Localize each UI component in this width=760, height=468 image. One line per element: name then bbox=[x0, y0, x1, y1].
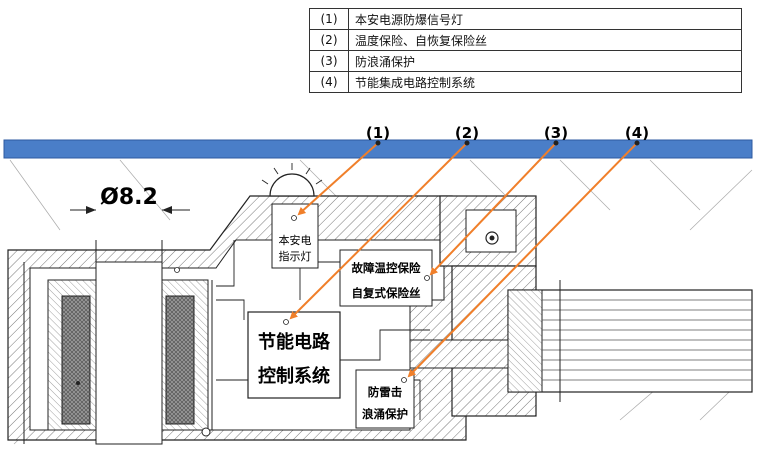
callout-4: (4) bbox=[625, 124, 649, 142]
indicator-box: 本安电 指示灯 bbox=[271, 203, 319, 269]
callout-2: (2) bbox=[455, 124, 479, 142]
indicator-label-line2: 指示灯 bbox=[279, 249, 312, 263]
fuse-label-line1: 故障温控保险 bbox=[352, 261, 421, 275]
surge-label-line2: 浪涌保护 bbox=[362, 407, 408, 421]
callout-1: (1) bbox=[366, 124, 390, 142]
threaded-shaft bbox=[409, 280, 753, 402]
legend-row: (4) 节能集成电路控制系统 bbox=[309, 71, 742, 93]
indicator-label-line1: 本安电 bbox=[279, 233, 312, 247]
arrow-4 bbox=[407, 142, 638, 378]
callout-3: (3) bbox=[544, 124, 568, 142]
legend-text: 节能集成电路控制系统 bbox=[348, 71, 742, 93]
control-label-line2: 控制系统 bbox=[258, 365, 330, 387]
control-label-line1: 节能电路 bbox=[258, 331, 331, 353]
arrow-1 bbox=[297, 142, 379, 216]
legend-number: (4) bbox=[309, 71, 349, 93]
dimension-label: Ø8.2 bbox=[100, 185, 158, 210]
legend-number: (3) bbox=[309, 50, 349, 72]
lamp-dome bbox=[261, 163, 323, 197]
surge-box: 防雷击 浪涌保护 bbox=[355, 369, 415, 429]
control-box: 节能电路 控制系统 bbox=[247, 311, 341, 399]
arrow-3 bbox=[429, 142, 557, 276]
top-bar bbox=[3, 139, 753, 159]
callout-arrows bbox=[289, 142, 638, 378]
callout-dots bbox=[375, 140, 640, 146]
dimension: Ø8.2 bbox=[70, 185, 190, 264]
legend-table: (1) 本安电源防爆信号灯 (2) 温度保险、自恢复保险丝 (3) 防浪涌保护 … bbox=[309, 8, 742, 93]
legend-row: (2) 温度保险、自恢复保险丝 bbox=[309, 29, 742, 51]
surge-label-line1: 防雷击 bbox=[368, 385, 403, 399]
arrow-2 bbox=[289, 142, 468, 320]
left-bore bbox=[23, 261, 213, 445]
fuse-label-line2: 自复式保险丝 bbox=[352, 286, 421, 300]
fuse-box: 故障温控保险 自复式保险丝 bbox=[339, 249, 433, 307]
